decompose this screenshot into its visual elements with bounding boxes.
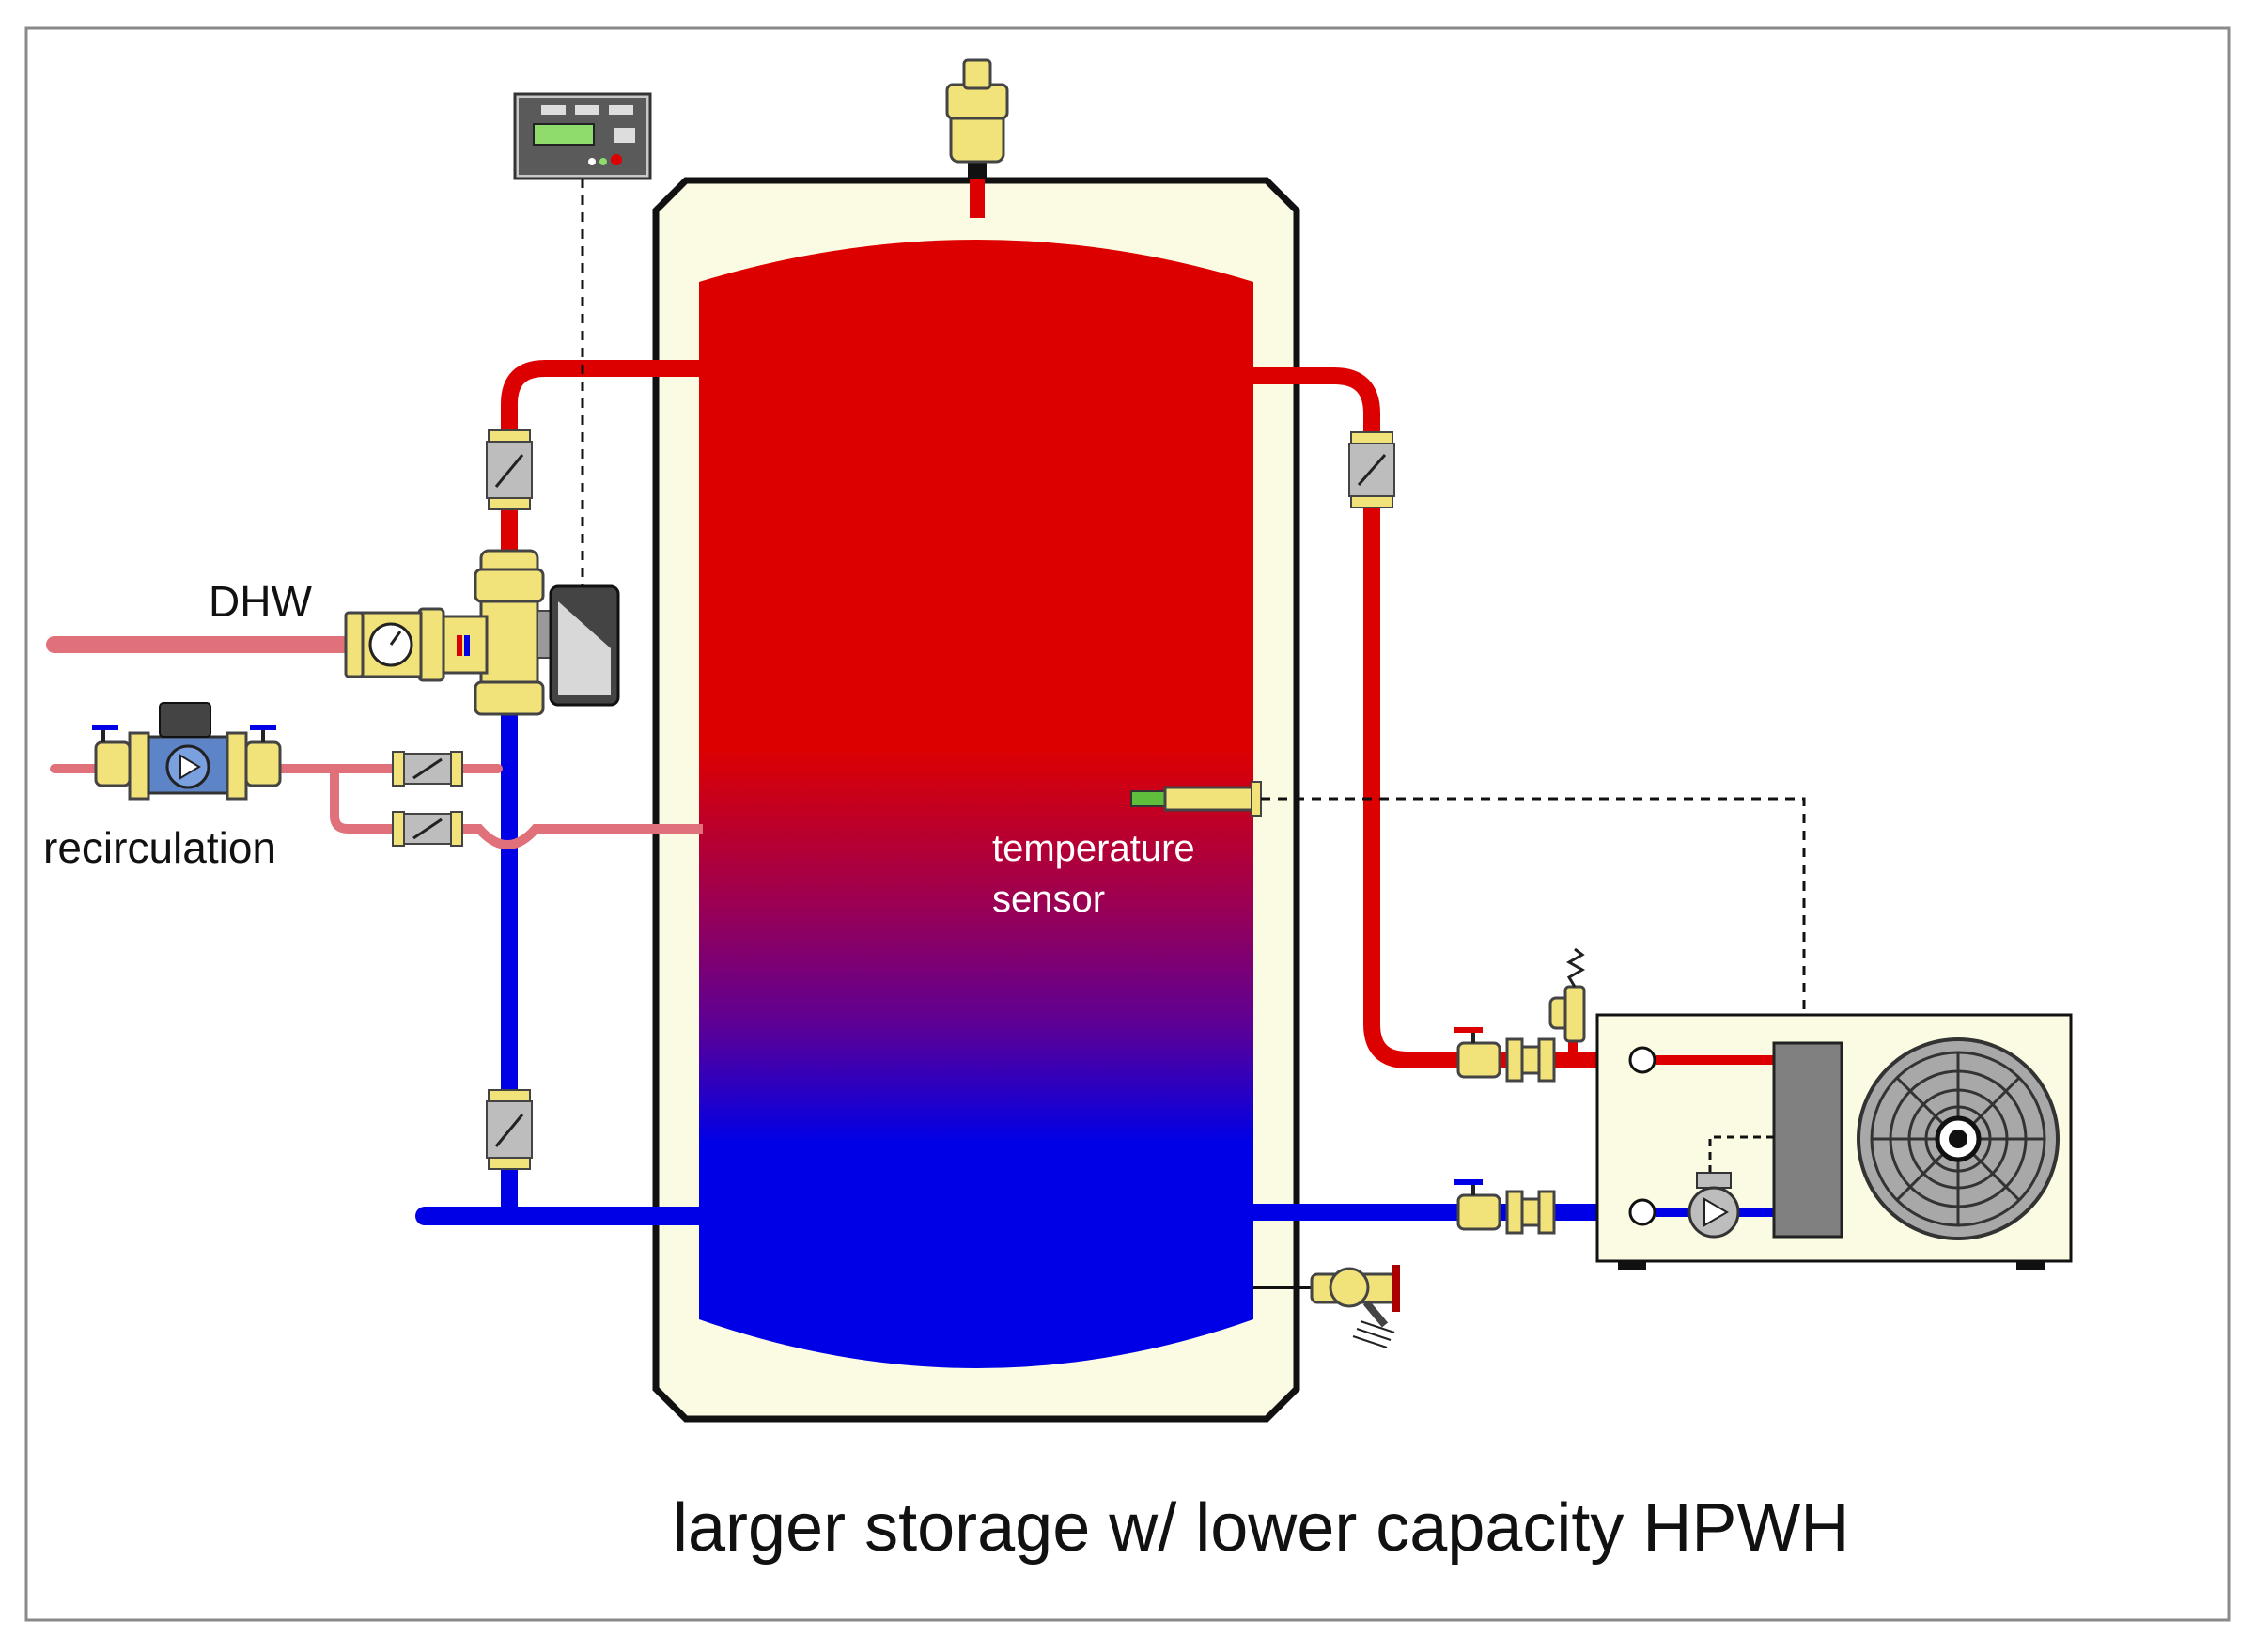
isolation-valve-icon: [1454, 1027, 1556, 1083]
sensor-signal-wire: [1261, 797, 1806, 1043]
circulator-pump-icon: [1687, 1172, 1740, 1239]
mixing-valve-icon: [344, 549, 545, 716]
isolation-valve-icon: [1454, 1179, 1556, 1235]
temperature-sensor-label-line1: temperature: [992, 828, 1195, 869]
dhw-label: DHW: [209, 577, 312, 626]
temperature-sensor-label-line2: sensor: [992, 879, 1105, 920]
heat-pump-unit: [1595, 1013, 2073, 1270]
storage-tank: [652, 177, 1300, 1423]
valve-actuator-icon: [537, 584, 620, 707]
drain-valve-icon: [1310, 1265, 1400, 1348]
hot-supply-pipe: [501, 360, 699, 564]
check-valve-icon: [486, 429, 533, 510]
air-vent-icon: [945, 58, 1009, 179]
recirc-tank-pipe: [330, 769, 703, 849]
diagram-caption: larger storage w/ lower capacity HPWH: [673, 1490, 1849, 1566]
check-valve-icon: [1348, 431, 1395, 508]
tank-water-volume: [699, 240, 1253, 1368]
recirculation-pump-icon: [92, 702, 282, 801]
controller-icon: [513, 92, 652, 180]
port-icon: [1628, 1198, 1656, 1226]
heat-exchanger: [1772, 1041, 1843, 1239]
check-valve-icon: [486, 1089, 533, 1170]
recirculation-label: recirculation: [43, 823, 276, 872]
fan-icon: [1857, 1037, 2060, 1240]
port-icon: [1628, 1046, 1656, 1074]
heat-pump-supply-pipe: [1253, 367, 1640, 1068]
check-valve-icon: [392, 751, 463, 787]
temperature-sensor-icon: [1130, 781, 1262, 817]
relief-valve-icon: [1548, 947, 1586, 1060]
check-valve-icon: [392, 811, 463, 847]
